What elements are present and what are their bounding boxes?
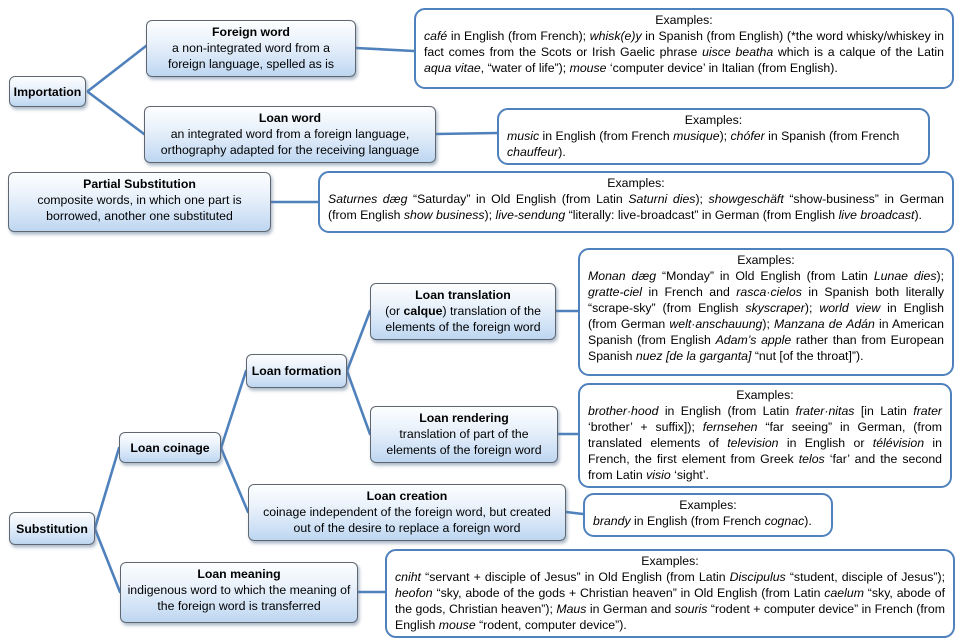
examples-text-partial-substitution: Saturnes dæg “Saturday” in Old English (… (328, 192, 945, 222)
node-loan-creation-desc: coinage independent of the foreign word,… (263, 505, 551, 535)
node-loan-meaning-desc: indigenous word to which the meaning of … (127, 583, 351, 613)
connector-substitution-loan-coinage (93, 446, 121, 530)
examples-text-loan-word: music in English (from French musique); … (507, 129, 900, 159)
node-partial-substitution-title: Partial Substitution (83, 177, 196, 191)
examples-heading: Examples: (607, 176, 665, 190)
examples-heading: Examples: (679, 498, 737, 512)
node-loan-translation-desc: (or calque) translation of the elements … (385, 304, 541, 334)
node-loan-word: Loan word an integrated word from a fore… (144, 106, 436, 163)
node-loan-word-title: Loan word (258, 111, 322, 125)
node-foreign-word-title: Foreign word (212, 25, 290, 39)
node-loan-rendering: Loan rendering translation of part of th… (370, 406, 558, 463)
node-partial-substitution: Partial Substitution composite words, in… (8, 172, 271, 232)
examples-text-loan-rendering: brother·hood in English (from Latin frat… (588, 404, 943, 482)
node-loan-creation: Loan creation coinage independent of the… (248, 484, 566, 541)
connector-substitution-loan-meaning (93, 527, 122, 594)
node-loan-meaning-title: Loan meaning (197, 567, 281, 581)
examples-box-loan-meaning: Examples: cniht “servant + disciple of J… (385, 549, 955, 638)
examples-heading: Examples: (736, 388, 794, 402)
examples-heading: Examples: (737, 253, 795, 267)
examples-box-partial-substitution: Examples: Saturnes dæg “Saturday” in Old… (318, 171, 954, 233)
connector-loan-creation-examples (564, 510, 585, 516)
connector-importation-loan-word (86, 90, 146, 136)
examples-box-loan-translation: Examples: Monan dæg “Monday” in Old Engl… (578, 248, 954, 376)
examples-heading: Examples: (684, 113, 743, 127)
node-loan-meaning: Loan meaning indigenous word to which th… (120, 562, 358, 623)
node-substitution: Substitution (9, 512, 95, 545)
examples-heading: Examples: (641, 554, 699, 568)
connector-loan-coinage-loan-creation (219, 446, 250, 514)
examples-text-loan-creation: brandy in English (from French cognac). (593, 514, 812, 528)
node-loan-word-desc: an integrated word from a foreign langua… (160, 127, 420, 157)
node-foreign-word: Foreign word a non-integrated word from … (146, 20, 356, 77)
connector-loan-coinage-loan-formation (219, 369, 248, 450)
node-substitution-label: Substitution (16, 521, 88, 536)
node-foreign-word-desc: a non-integrated word from a foreign lan… (167, 41, 335, 71)
node-partial-substitution-desc: composite words, in which one part is bo… (37, 193, 242, 223)
connector-foreign-word-examples (354, 46, 416, 53)
examples-box-foreign-word: Examples: café in English (from French);… (414, 8, 954, 89)
examples-text-loan-translation: Monan dæg “Monday” in Old English (from … (588, 269, 945, 363)
connector-loan-formation-loan-translation (345, 309, 372, 373)
node-loan-creation-title: Loan creation (366, 489, 448, 503)
node-importation: Importation (9, 76, 86, 107)
connector-loan-formation-loan-rendering (345, 369, 372, 436)
node-loan-translation-title: Loan translation (415, 288, 511, 302)
node-loan-coinage: Loan coinage (119, 432, 221, 463)
examples-box-loan-rendering: Examples: brother·hood in English (from … (578, 383, 952, 488)
examples-box-loan-creation: Examples: brandy in English (from French… (583, 493, 833, 537)
node-importation-label: Importation (13, 84, 82, 99)
node-loan-rendering-title: Loan rendering (419, 411, 509, 425)
node-loan-formation: Loan formation (246, 354, 347, 388)
examples-text-foreign-word: café in English (from French); whisk(e)y… (424, 29, 944, 75)
node-loan-translation: Loan translation (or calque) translation… (370, 283, 556, 340)
node-loan-coinage-label: Loan coinage (130, 440, 210, 455)
examples-heading: Examples: (655, 13, 713, 27)
examples-box-loan-word: Examples: music in English (from French … (497, 108, 930, 165)
examples-text-loan-meaning: cniht “servant + disciple of Jesus” in O… (395, 570, 945, 632)
connector-importation-foreign-word (86, 44, 148, 93)
connector-loan-word-examples (434, 131, 499, 136)
node-loan-formation-label: Loan formation (251, 364, 342, 378)
node-loan-rendering-desc: translation of part of the elements of t… (386, 427, 542, 457)
